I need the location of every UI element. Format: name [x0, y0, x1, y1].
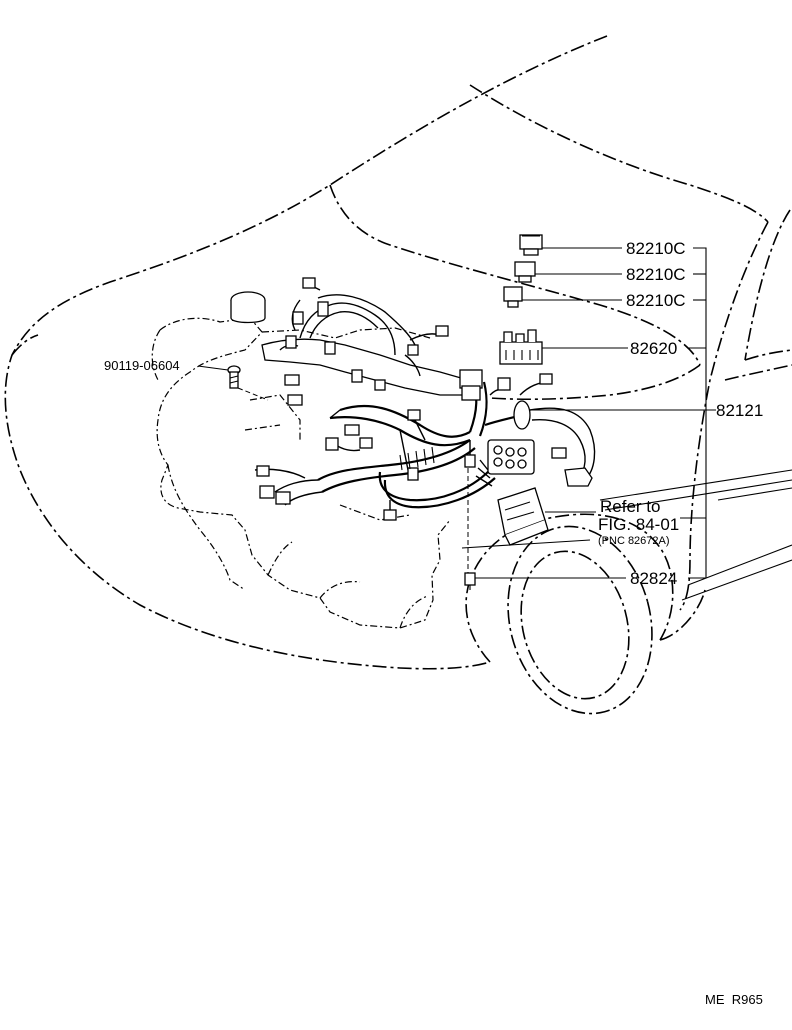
- callout-relay-1: 82210C: [626, 239, 686, 258]
- wire-harness: [254, 277, 596, 521]
- bolt: [227, 365, 241, 389]
- callout-harness: 82121: [716, 401, 763, 420]
- reservoir-cap: [230, 291, 266, 324]
- leader-lines: [197, 247, 716, 579]
- relay-3: [503, 286, 523, 308]
- footer-code: ME R965: [705, 992, 763, 1007]
- junction-block: [499, 329, 543, 365]
- relay-2: [514, 261, 536, 283]
- relay-parts: [503, 234, 543, 308]
- car-body-outline: [4, 35, 792, 715]
- clamp-part: [464, 572, 476, 590]
- ecu-unit: [497, 487, 549, 546]
- relay-1: [519, 234, 543, 256]
- callout-refer-line1: Refer to: [600, 497, 660, 516]
- callout-refer-line2: FIG. 84-01: [598, 515, 679, 534]
- callout-junction-block: 82620: [630, 339, 677, 358]
- callout-relay-2: 82210C: [626, 265, 686, 284]
- callout-clamp: 82824: [630, 569, 677, 588]
- callout-relay-3: 82210C: [626, 291, 686, 310]
- engine-outline: [151, 317, 451, 629]
- callout-labels: 82210C 82210C 82210C 82620 90119-06604 8…: [104, 239, 763, 588]
- callout-refer-line3: (PNC 82672A): [598, 535, 670, 547]
- callout-bolt: 90119-06604: [104, 358, 180, 373]
